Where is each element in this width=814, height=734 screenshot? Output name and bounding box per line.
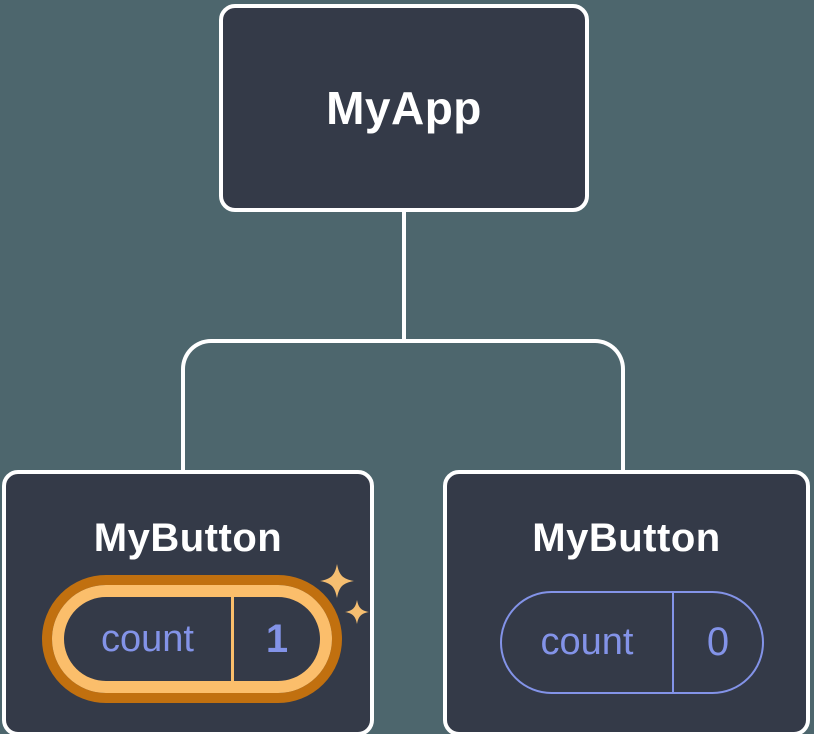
- connector-bracket: [181, 339, 625, 470]
- state-key-label: count: [101, 617, 194, 660]
- node-mybutton-2-label: MyButton: [532, 516, 721, 560]
- connector-stem: [402, 211, 406, 343]
- node-mybutton-1: MyButton count 1: [2, 470, 374, 734]
- state-divider: [672, 593, 674, 692]
- state-key-label: count: [540, 621, 634, 663]
- state-divider: [231, 597, 234, 681]
- sparkle-icon: [320, 564, 369, 624]
- node-mybutton-2: MyButton count 0: [443, 470, 810, 734]
- state-pill-highlighted: count 1: [42, 575, 342, 703]
- state-pill: count 0: [500, 591, 764, 694]
- state-value: 0: [706, 620, 730, 664]
- node-myapp: MyApp: [219, 4, 589, 212]
- state-pill-highlighted-inner: count 1: [52, 585, 332, 693]
- state-value: 1: [265, 616, 289, 661]
- node-mybutton-1-label: MyButton: [93, 516, 283, 560]
- node-myapp-label: MyApp: [326, 82, 482, 134]
